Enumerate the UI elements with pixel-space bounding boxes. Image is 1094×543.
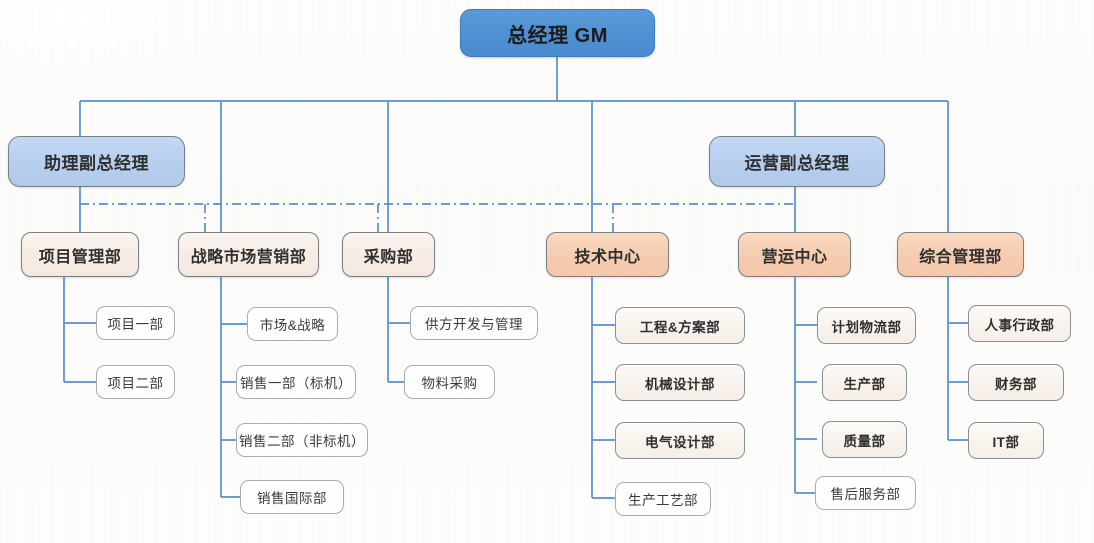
node-material-purchase-team-label: 物料采购 <box>421 376 478 391</box>
node-operations-vice-gm[interactable]: 运营副总经理 <box>709 136 885 187</box>
node-sales-international-team-label: 销售国际部 <box>257 491 327 506</box>
node-after-sales-dept-label: 售后服务部 <box>830 487 901 502</box>
node-sales-team-1[interactable]: 销售一部（标机） <box>236 365 356 399</box>
node-sales-international-team[interactable]: 销售国际部 <box>240 480 344 514</box>
node-purchasing-dept[interactable]: 采购部 <box>342 232 435 277</box>
node-quality-dept[interactable]: 质量部 <box>822 421 907 458</box>
node-electrical-design-dept[interactable]: 电气设计部 <box>615 422 745 459</box>
node-project-team-1[interactable]: 项目一部 <box>96 306 175 340</box>
node-sales-team-2-label: 销售二部（非标机） <box>239 434 365 449</box>
node-after-sales-dept[interactable]: 售后服务部 <box>815 476 916 510</box>
node-purchasing-dept-label: 采购部 <box>363 248 414 266</box>
node-project-management-dept-label: 项目管理部 <box>38 248 122 266</box>
node-assistant-vice-gm[interactable]: 助理副总经理 <box>8 136 185 187</box>
node-supplier-development-team-label: 供方开发与管理 <box>425 317 523 332</box>
node-planning-logistics-dept-label: 计划物流部 <box>831 319 902 335</box>
node-gm[interactable]: 总经理 GM <box>460 9 655 57</box>
node-operations-vice-gm-label: 运营副总经理 <box>744 154 850 173</box>
node-general-admin-dept-label: 综合管理部 <box>919 248 1002 266</box>
node-operations-center-label: 营运中心 <box>761 248 828 266</box>
node-production-process-dept[interactable]: 生产工艺部 <box>615 482 711 516</box>
node-it-dept-label: IT部 <box>992 434 1020 450</box>
node-mechanical-design-dept[interactable]: 机械设计部 <box>615 364 745 401</box>
node-hr-admin-dept[interactable]: 人事行政部 <box>968 305 1071 342</box>
node-strategy-marketing-dept[interactable]: 战略市场营销部 <box>178 232 319 277</box>
node-finance-dept[interactable]: 财务部 <box>968 364 1064 401</box>
node-hr-admin-dept-label: 人事行政部 <box>984 317 1055 333</box>
node-electrical-design-dept-label: 电气设计部 <box>645 434 715 450</box>
node-project-team-2[interactable]: 项目二部 <box>96 365 175 399</box>
node-project-management-dept[interactable]: 项目管理部 <box>21 232 139 277</box>
node-quality-dept-label: 质量部 <box>843 433 886 449</box>
node-mechanical-design-dept-label: 机械设计部 <box>645 376 715 392</box>
node-technical-center[interactable]: 技术中心 <box>546 232 669 277</box>
node-engineering-solution-dept[interactable]: 工程&方案部 <box>615 307 745 344</box>
node-engineering-solution-dept-label: 工程&方案部 <box>639 319 721 335</box>
node-finance-dept-label: 财务部 <box>995 376 1037 392</box>
node-project-team-2-label: 项目二部 <box>107 376 164 391</box>
node-material-purchase-team[interactable]: 物料采购 <box>404 365 495 399</box>
node-project-team-1-label: 项目一部 <box>107 317 164 332</box>
node-market-strategy-team-label: 市场&战略 <box>259 318 326 333</box>
node-production-process-dept-label: 生产工艺部 <box>628 493 698 508</box>
node-general-admin-dept[interactable]: 综合管理部 <box>897 232 1024 277</box>
node-operations-center[interactable]: 营运中心 <box>738 232 851 277</box>
node-planning-logistics-dept[interactable]: 计划物流部 <box>817 307 916 344</box>
node-it-dept[interactable]: IT部 <box>968 422 1044 459</box>
node-supplier-development-team[interactable]: 供方开发与管理 <box>410 306 538 340</box>
node-sales-team-1-label: 销售一部（标机） <box>240 376 352 391</box>
node-technical-center-label: 技术中心 <box>574 248 641 266</box>
node-sales-team-2[interactable]: 销售二部（非标机） <box>236 423 368 457</box>
node-production-dept-label: 生产部 <box>843 376 886 392</box>
node-strategy-marketing-dept-label: 战略市场营销部 <box>190 248 307 266</box>
node-market-strategy-team[interactable]: 市场&战略 <box>247 307 338 341</box>
node-assistant-vice-gm-label: 助理副总经理 <box>44 154 149 173</box>
node-gm-label: 总经理 GM <box>507 24 608 47</box>
node-production-dept[interactable]: 生产部 <box>822 364 907 401</box>
